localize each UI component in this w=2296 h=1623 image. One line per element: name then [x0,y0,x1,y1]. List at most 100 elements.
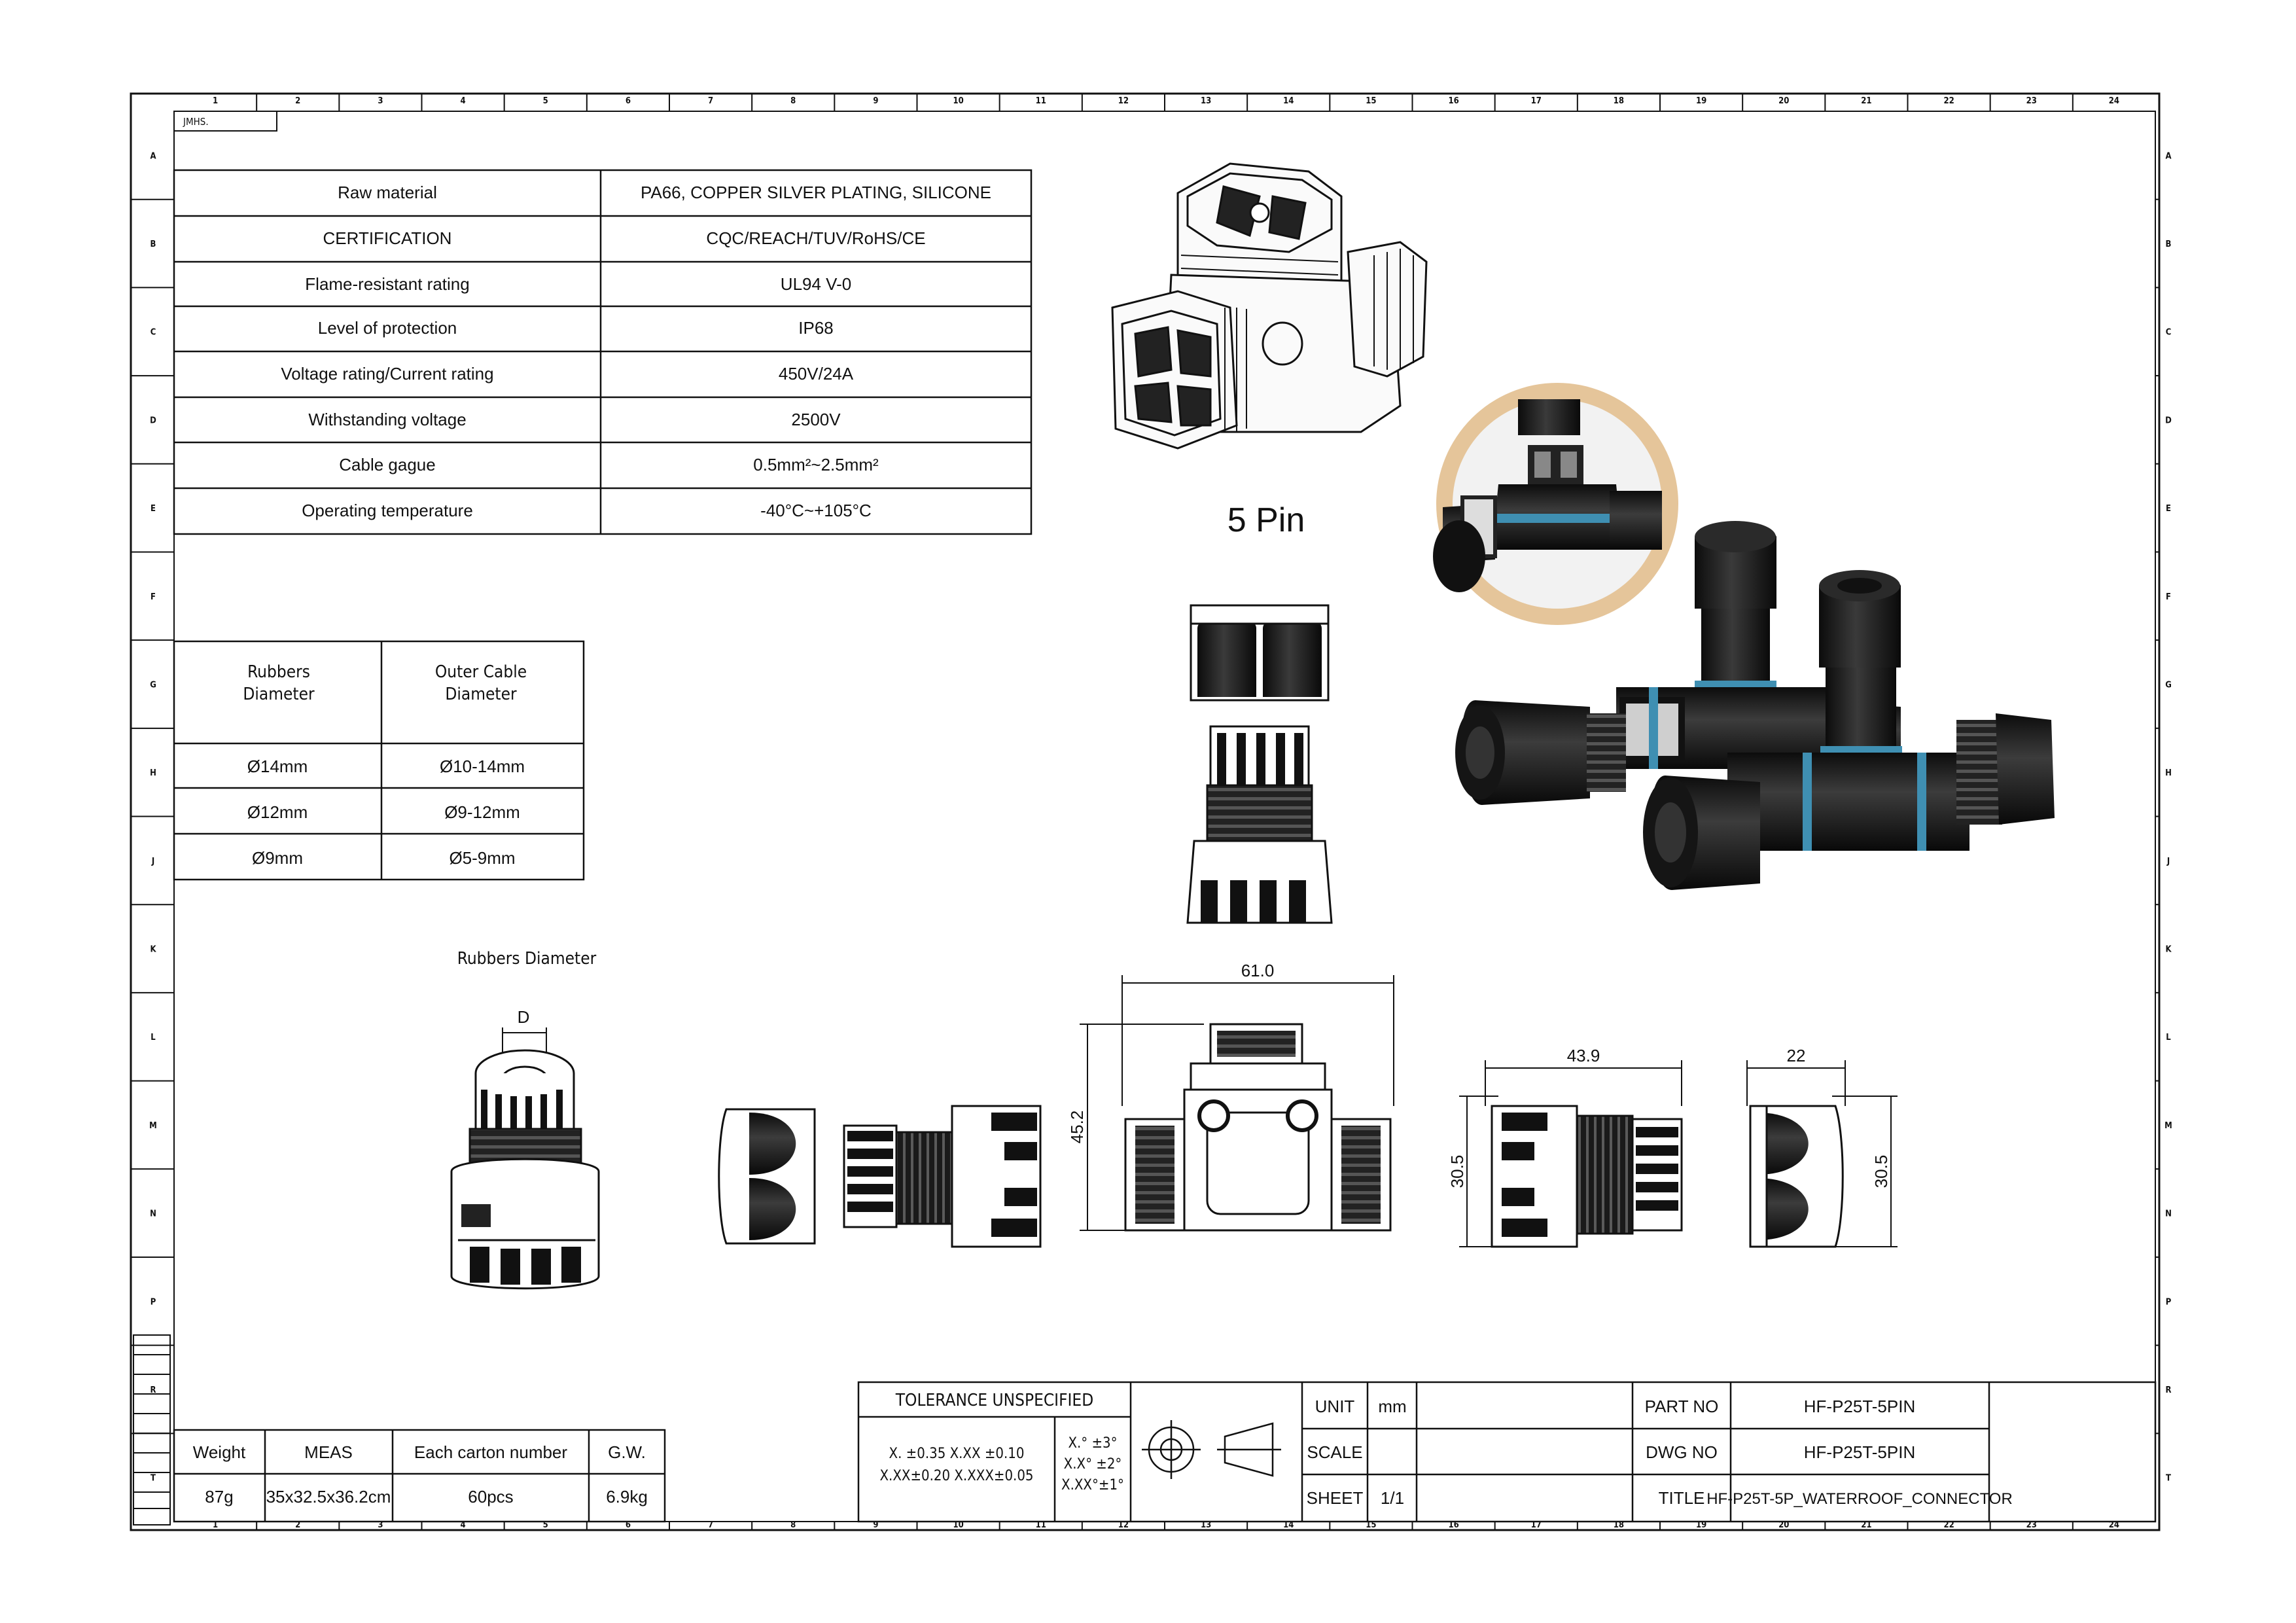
cable-header-rubbers: Rubbers Diameter [243,662,315,704]
title-value: HF-P25T-5P_WATERROOF_CONNECTOR [1706,1490,2013,1508]
grid-row-label: T [2166,1474,2171,1484]
grid-column-label: 20 [1778,96,1789,106]
spec-label: Operating temperature [302,501,473,520]
spec-value: UL94 V-0 [781,274,851,294]
grid-column-label: 6 [626,96,631,106]
grid-row-label: G [150,680,156,690]
grid-column-label: 24 [2109,96,2119,106]
gland-exploded-view [1186,604,1333,924]
grid-column-label: 7 [708,1520,713,1530]
grid-column-label: 22 [1943,1520,1954,1530]
grid-row-label: L [150,1033,156,1043]
packing-header: MEAS [304,1442,353,1462]
packing-value: 35x32.5x36.2cm [266,1487,391,1507]
title-label: TITLE [1659,1488,1705,1508]
grid-column-label: 9 [873,96,878,106]
cable-cell: Ø14mm [247,757,308,776]
cable-diameter-table: Rubbers Diameter Outer Cable Diameter Ø1… [173,640,585,881]
grid-column-label: 1 [213,1520,218,1530]
spec-label: Cable gague [339,455,435,474]
grid-row-label: E [2166,504,2171,514]
grid-row-label: A [2165,151,2171,161]
grid-row-label: G [2165,680,2172,690]
grid-column-label: 16 [1448,1520,1458,1530]
dimension-width: 61.0 [1241,961,1275,980]
grid-column-label: 21 [1861,96,1871,106]
grid-column-label: 23 [2026,96,2037,106]
packing-value: 87g [205,1487,233,1507]
grid-row-label: C [150,328,156,338]
packing-header: Weight [193,1442,246,1462]
grid-column-label: 6 [626,1520,631,1530]
grid-column-label: 11 [1036,1520,1046,1530]
front-view: 61.0 45.2 [1067,961,1394,1232]
tolerance-header: TOLERANCE UNSPECIFIED [895,1391,1093,1410]
grid-column-label: 9 [873,1520,878,1530]
grid-column-label: 12 [1118,96,1129,106]
grid-column-label: 11 [1036,96,1046,106]
grid-row-label: D [2165,416,2172,425]
spec-label: Voltage rating/Current rating [281,364,493,383]
cable-cell: Ø9mm [252,848,303,868]
grid-row-label: N [2165,1209,2172,1219]
grid-row-label: F [150,592,156,602]
inset-detail [1433,399,1662,592]
angle-tolerance-line: X.° ±3° [1068,1435,1117,1452]
grid-row-label: D [150,416,156,425]
grid-column-label: 14 [1283,1520,1294,1530]
grid-row-label: B [2166,240,2172,249]
grid-column-label: 19 [1696,1520,1706,1530]
revision-stub [133,1334,171,1525]
grid-column-label: 13 [1201,96,1211,106]
spec-value: 2500V [791,410,841,429]
spec-value: -40°C~+105°C [760,501,872,520]
spec-value: PA66, COPPER SILVER PLATING, SILICONE [641,183,991,202]
grid-row-label: B [150,240,156,249]
grid-column-label: 10 [953,96,963,106]
grid-column-label: 15 [1366,96,1376,106]
angle-tolerance-line: X.X° ±2° [1064,1456,1122,1472]
grid-row-label: E [150,504,156,514]
dimension-side-height: 30.5 [1447,1155,1467,1188]
grid-row-label: K [150,945,156,955]
grid-row-label: F [2166,592,2171,602]
sheet-value: 1/1 [1381,1488,1404,1508]
cable-cell: Ø5-9mm [449,848,515,868]
packing-header: Each carton number [414,1442,567,1462]
grid-row-label: A [150,151,156,161]
packing-value: 6.9kg [606,1487,648,1507]
grid-column-label: 3 [378,96,383,106]
spec-value: IP68 [798,318,834,338]
cable-cell: Ø12mm [247,802,308,822]
grid-row-label: P [150,1297,156,1307]
grid-column-label: 7 [708,96,713,106]
grid-row-label: M [2164,1121,2172,1131]
grid-column-label: 5 [543,96,548,106]
connector-front [1643,570,2055,890]
grid-column-label: 20 [1778,1520,1789,1530]
grid-column-label: 4 [461,1520,466,1530]
title-block: TOLERANCE UNSPECIFIED X. ±0.35 X.XX ±0.1… [857,1381,2157,1523]
spec-table: Raw material PA66, COPPER SILVER PLATING… [173,169,1033,535]
scale-label: SCALE [1307,1442,1362,1462]
projection-symbol-icon [1142,1420,1281,1479]
grid-column-label: 13 [1201,1520,1211,1530]
grid-row-label: N [150,1209,156,1219]
spec-label: CERTIFICATION [323,228,452,248]
grid-row-label: R [150,1385,156,1395]
dimension-end-height: 30.5 [1871,1155,1891,1188]
grid-row-label: R [2165,1385,2171,1395]
side-view: 43.9 30.5 [1447,1046,1683,1248]
grid-column-label: 3 [378,1520,383,1530]
cable-cell: Ø9-12mm [444,802,520,822]
packing-value: 60pcs [468,1487,513,1507]
grid-column-label: 19 [1696,96,1706,106]
grid-column-label: 24 [2109,1520,2119,1530]
sheet-label: SHEET [1307,1488,1364,1508]
pin-count-label: 5 Pin [1227,501,1305,539]
grid-column-label: 18 [1614,1520,1624,1530]
grid-column-label: 12 [1118,1520,1129,1530]
grid-row-label: C [2166,328,2172,338]
grid-row-label: T [150,1474,156,1484]
